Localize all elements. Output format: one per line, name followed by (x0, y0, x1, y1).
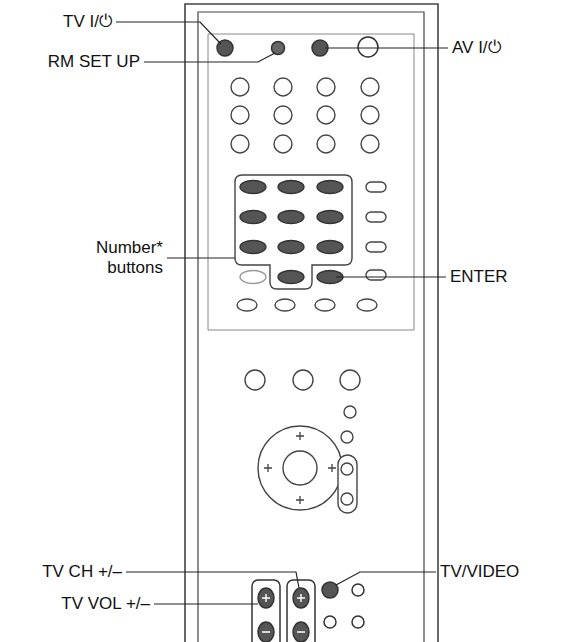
button (352, 616, 364, 628)
rm-setup-button (272, 42, 285, 55)
button (352, 584, 364, 596)
button (237, 299, 257, 311)
joystick-marks (264, 432, 336, 504)
button (317, 135, 335, 153)
button (240, 271, 266, 284)
callout-label: TV/VIDEO (440, 562, 519, 582)
button (274, 135, 292, 153)
number-button (240, 181, 266, 194)
number-button (278, 181, 304, 194)
button (341, 431, 353, 443)
button (366, 212, 386, 222)
number-button (317, 211, 343, 224)
callout-label: ENTER (450, 267, 508, 287)
callout-label: Number* buttons (63, 238, 163, 278)
button (357, 299, 377, 311)
button (231, 106, 249, 124)
button (324, 616, 336, 628)
remote-body (185, 4, 438, 642)
button (245, 370, 265, 390)
callout-label: AV I/⏻ (452, 38, 501, 58)
callout-label: RM SET UP (48, 52, 140, 72)
number-button (278, 271, 304, 284)
callout-label: TV CH +/– (42, 562, 122, 582)
button (361, 135, 379, 153)
button (317, 106, 335, 124)
number-group-outline (235, 175, 352, 289)
button (231, 78, 249, 96)
button-rows (231, 78, 386, 311)
button (275, 299, 295, 311)
leader-lines (116, 22, 448, 604)
button (317, 78, 335, 96)
callout-label: TV VOL +/– (61, 594, 150, 614)
button (361, 106, 379, 124)
button (366, 270, 386, 280)
button (358, 37, 378, 57)
button (231, 135, 249, 153)
button (366, 242, 386, 252)
remote-inner-edge (198, 12, 424, 642)
joystick-center (283, 451, 317, 485)
number-button (240, 241, 266, 254)
rocker-marks (262, 594, 305, 632)
button (293, 370, 313, 390)
button (361, 78, 379, 96)
button (274, 78, 292, 96)
number-buttons (240, 181, 343, 284)
callout-label: TV I/⏻ (63, 12, 112, 32)
button (341, 493, 353, 505)
number-button (278, 211, 304, 224)
button (341, 463, 353, 475)
number-button (278, 241, 304, 254)
button (315, 299, 335, 311)
joystick-ring (258, 426, 342, 510)
button (274, 106, 292, 124)
number-button (240, 211, 266, 224)
button-panel (208, 34, 414, 330)
button (340, 370, 360, 390)
tv-video-button (322, 582, 338, 598)
number-button (317, 241, 343, 254)
volume-rocker (338, 455, 357, 513)
button (366, 182, 386, 192)
button (344, 406, 356, 418)
number-button (317, 181, 343, 194)
